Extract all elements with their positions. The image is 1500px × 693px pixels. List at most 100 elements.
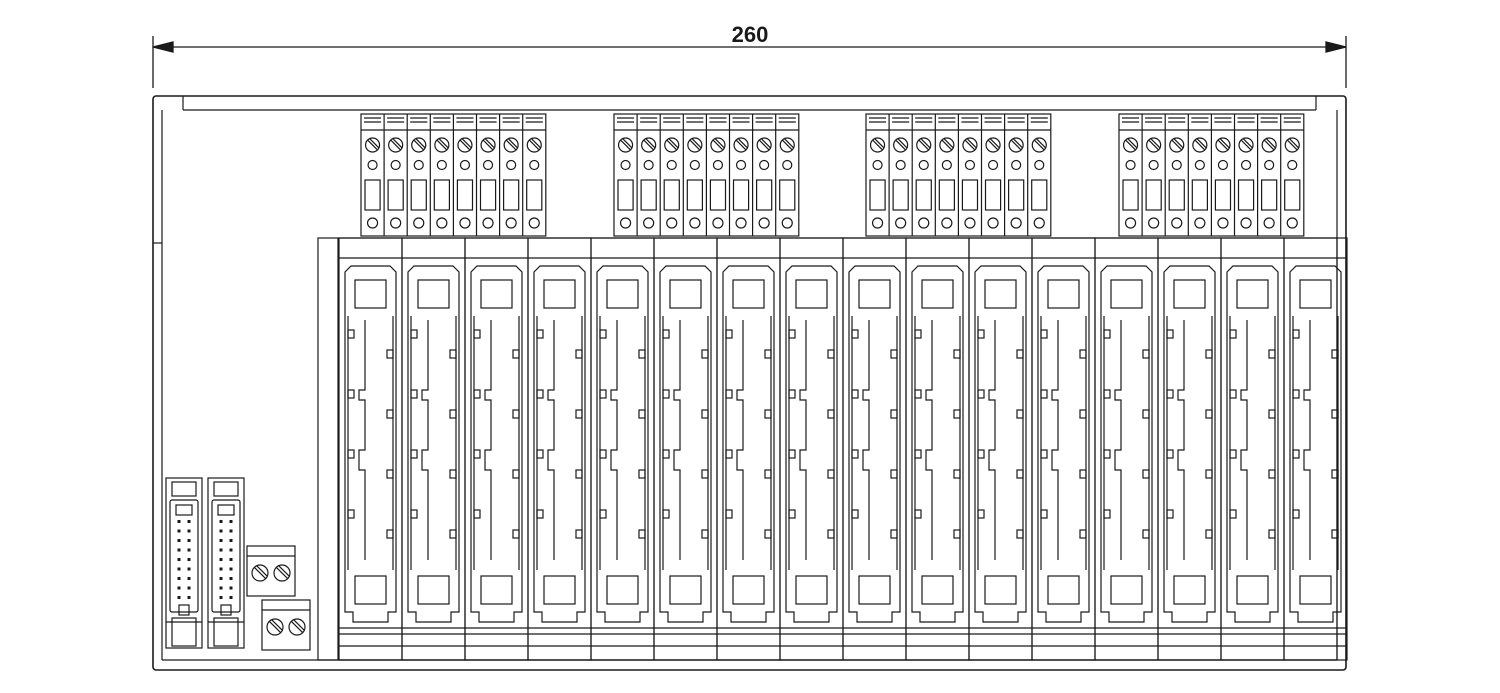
relay-outline bbox=[659, 265, 712, 623]
relay-top-window bbox=[921, 279, 954, 309]
relay-notch bbox=[599, 389, 607, 399]
relay-notch bbox=[347, 389, 355, 399]
terminal bbox=[475, 114, 497, 236]
connector-latch-bottom bbox=[213, 617, 239, 647]
release-hole bbox=[666, 217, 678, 229]
flat-connector-1 bbox=[165, 477, 203, 649]
relay-bottom-window bbox=[417, 575, 450, 605]
relay-outline bbox=[596, 265, 649, 623]
terminal bbox=[1003, 114, 1025, 236]
relay-notch bbox=[1142, 469, 1150, 479]
connector-pin bbox=[187, 577, 191, 580]
housing-outline bbox=[152, 95, 1347, 671]
release-hole bbox=[1010, 217, 1022, 229]
relay-notch bbox=[1331, 349, 1339, 359]
relay-notch bbox=[1268, 529, 1276, 539]
release-hole bbox=[1263, 217, 1275, 229]
terminal bbox=[869, 117, 887, 229]
screw-slot bbox=[438, 137, 449, 149]
dimension-label: 260 bbox=[732, 22, 769, 47]
connector-key bbox=[178, 604, 190, 616]
wire-entry bbox=[617, 179, 634, 211]
relay-bottom-window bbox=[921, 575, 954, 605]
screw-slot bbox=[621, 137, 633, 149]
relay-module bbox=[968, 237, 1033, 661]
release-hole bbox=[1124, 217, 1137, 229]
screw-slot bbox=[415, 137, 426, 149]
relay-outline bbox=[407, 265, 460, 623]
relay-notch bbox=[347, 329, 355, 339]
wire-entry bbox=[1260, 179, 1278, 211]
relay-bottom-window bbox=[354, 575, 387, 605]
relay-contact-profile bbox=[673, 320, 681, 560]
relay-notch bbox=[1205, 469, 1213, 479]
test-point bbox=[413, 159, 424, 171]
screw-icon bbox=[411, 137, 427, 153]
test-point bbox=[1011, 159, 1022, 171]
wire-entry bbox=[1145, 179, 1162, 211]
wire-entry bbox=[732, 179, 750, 211]
release-hole bbox=[918, 217, 930, 229]
screw-icon bbox=[1192, 137, 1208, 153]
test-point bbox=[1264, 159, 1275, 171]
relay-notch bbox=[1205, 409, 1213, 419]
relay-notch bbox=[1268, 469, 1276, 479]
relay-contact-profile bbox=[1177, 320, 1185, 560]
test-point bbox=[620, 159, 631, 171]
connector-pin bbox=[219, 529, 223, 533]
connector-pin bbox=[187, 548, 191, 552]
release-hole bbox=[712, 217, 724, 229]
relay-notch bbox=[1205, 349, 1213, 359]
terminal bbox=[705, 114, 727, 236]
test-point bbox=[782, 159, 793, 171]
screw-icon bbox=[364, 137, 381, 153]
relay-bottom-window bbox=[795, 575, 828, 605]
relay-bottom-window bbox=[606, 575, 639, 605]
wire-entry bbox=[1031, 179, 1048, 211]
test-point bbox=[1125, 159, 1136, 171]
release-hole bbox=[1240, 217, 1252, 229]
relay-outline bbox=[470, 265, 523, 623]
relay-notch bbox=[1166, 509, 1174, 519]
screw-slot bbox=[643, 139, 654, 151]
test-point bbox=[1148, 159, 1159, 171]
connector-latch-top bbox=[213, 481, 239, 497]
relay-notch bbox=[512, 409, 520, 419]
screw-icon bbox=[1284, 137, 1300, 153]
wire-entry bbox=[938, 179, 955, 211]
relay-notch bbox=[851, 389, 859, 399]
relay-top-window bbox=[543, 279, 576, 309]
relay-outline bbox=[1100, 265, 1153, 623]
relay-top-window bbox=[669, 279, 702, 309]
test-point bbox=[1240, 159, 1252, 171]
relay-notch bbox=[1103, 389, 1111, 399]
connector-pin bbox=[177, 558, 181, 561]
relay-bottom-window bbox=[543, 575, 576, 605]
screw-slot bbox=[872, 139, 883, 151]
screw-slot bbox=[645, 137, 656, 149]
relay-notch bbox=[638, 409, 646, 419]
terminal bbox=[682, 114, 704, 236]
screw-icon bbox=[779, 137, 795, 153]
release-hole bbox=[1171, 217, 1183, 229]
connector-area bbox=[165, 477, 311, 651]
screw-slot bbox=[1033, 139, 1045, 151]
test-point bbox=[987, 159, 999, 171]
relay-notch bbox=[851, 449, 859, 459]
screw-icon bbox=[962, 137, 978, 153]
relay-notch bbox=[1016, 349, 1024, 359]
relay-notch bbox=[575, 349, 583, 359]
screw-icon bbox=[1008, 137, 1024, 153]
screw-icon bbox=[288, 618, 306, 636]
screw-icon bbox=[939, 137, 955, 153]
terminal bbox=[1164, 114, 1186, 236]
screw-slot bbox=[1240, 139, 1252, 151]
screw-slot bbox=[1196, 137, 1207, 149]
connector-key bbox=[175, 504, 193, 516]
relay-notch bbox=[662, 389, 670, 399]
relay-notch bbox=[914, 329, 922, 339]
relay-notch bbox=[827, 529, 835, 539]
relay-notch bbox=[914, 449, 922, 459]
screw-slot bbox=[781, 139, 793, 151]
test-point bbox=[872, 159, 883, 171]
